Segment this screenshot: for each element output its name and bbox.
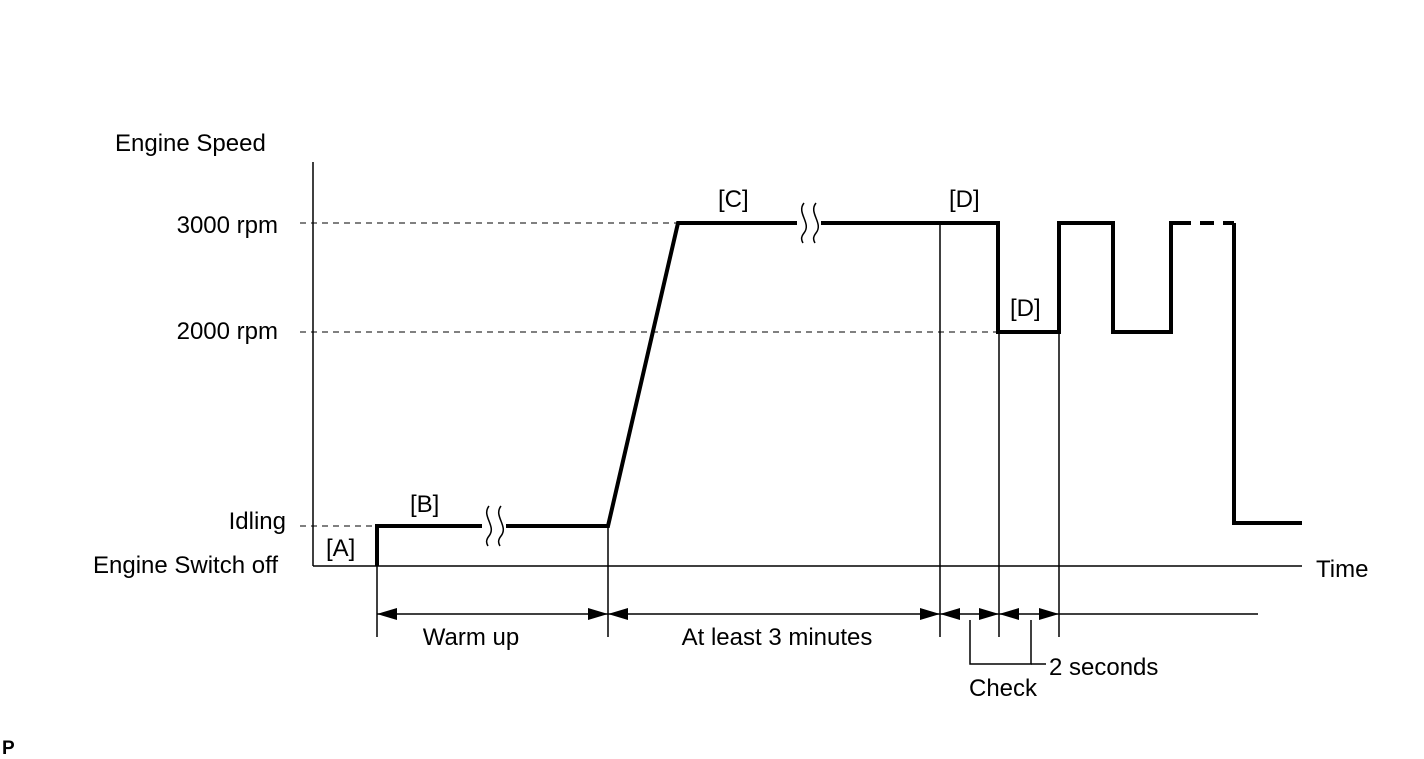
phase-b-label: [B] (410, 491, 439, 518)
at-least-3-minutes-label: At least 3 minutes (682, 624, 873, 651)
two-seconds-label: 2 seconds (1049, 654, 1158, 681)
speed-profile-main (375, 221, 1177, 566)
break-mark-c (797, 202, 821, 244)
break-mark-b (482, 505, 506, 547)
speed-profile-end (1232, 223, 1302, 525)
phase-d-high-label: [D] (949, 186, 980, 213)
warm-up-label: Warm up (423, 624, 519, 651)
phase-c-label: [C] (718, 186, 749, 213)
y-axis-title: Engine Speed (115, 130, 266, 157)
check-label: Check (969, 675, 1038, 702)
label-3000-rpm: 3000 rpm (177, 212, 278, 239)
phase-a-label: [A] (326, 535, 355, 562)
x-axis-title: Time (1316, 556, 1368, 583)
interval-arrowheads (377, 608, 1059, 620)
label-idling: Idling (229, 508, 286, 535)
phase-d-low-label: [D] (1010, 295, 1041, 322)
label-engine-switch-off: Engine Switch off (93, 552, 278, 579)
label-2000-rpm: 2000 rpm (177, 318, 278, 345)
corner-mark: P (2, 738, 15, 759)
check-bracket (969, 620, 1032, 665)
